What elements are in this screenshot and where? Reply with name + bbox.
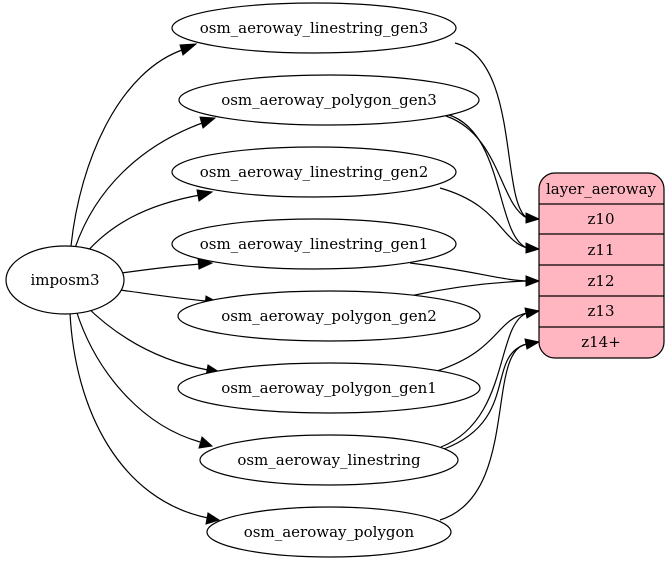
zoom-level-z11[interactable]: z11 (588, 241, 615, 259)
edge-arrowhead (524, 338, 541, 350)
node-osm-aeroway-polygon-gen1[interactable]: osm_aeroway_polygon_gen1 (177, 362, 481, 414)
edge-imposm3-linestring-gen2 (84, 194, 201, 255)
node-osm-aeroway-linestring-gen3[interactable]: osm_aeroway_linestring_gen3 (171, 2, 457, 54)
node-osm-aeroway-linestring[interactable]: osm_aeroway_linestring (199, 434, 459, 486)
edge-imposm3-polygon-gen3 (74, 121, 206, 249)
edge-polygon-gen3-z11 (445, 113, 528, 249)
edge-arrowhead (525, 242, 541, 254)
edge-imposm3-polygon (69, 312, 209, 519)
zoom-level-z14plus[interactable]: z14+ (581, 333, 621, 351)
layer-aeroway-record[interactable]: layer_aeroway z10 z11 z12 z13 z14+ (538, 172, 665, 359)
node-osm-aeroway-linestring-gen2[interactable]: osm_aeroway_linestring_gen2 (171, 146, 457, 198)
edge-linestring-z13 (440, 312, 528, 448)
table-label: osm_aeroway_polygon_gen3 (221, 91, 437, 109)
edge-imposm3-linestring-gen1 (121, 263, 201, 274)
table-label: osm_aeroway_polygon_gen1 (221, 379, 437, 397)
edge-imposm3-polygon-gen1 (84, 304, 209, 371)
layer-title: layer_aeroway (546, 180, 657, 198)
edge-linestring-z14 (443, 343, 528, 450)
edge-arrowhead (205, 512, 221, 525)
table-label: osm_aeroway_linestring_gen2 (200, 163, 429, 181)
node-osm-aeroway-polygon-gen3[interactable]: osm_aeroway_polygon_gen3 (178, 74, 480, 126)
edge-arrowhead (196, 189, 214, 202)
table-label: osm_aeroway_linestring_gen3 (200, 19, 429, 37)
node-osm-aeroway-linestring-gen1[interactable]: osm_aeroway_linestring_gen1 (171, 218, 457, 270)
edge-polygon-z14 (439, 343, 528, 521)
edge-imposm3-linestring (75, 309, 201, 443)
edge-polygon-gen3-z10 (445, 115, 528, 219)
edge-linestring-gen1-z12 (409, 262, 528, 282)
zoom-level-z12[interactable]: z12 (588, 272, 615, 290)
node-osm-aeroway-polygon-gen2[interactable]: osm_aeroway_polygon_gen2 (177, 290, 481, 342)
node-osm-aeroway-polygon[interactable]: osm_aeroway_polygon (206, 506, 452, 558)
zoom-level-z13[interactable]: z13 (588, 302, 615, 320)
edge-linestring-gen2-z11 (439, 187, 528, 249)
edge-arrowhead (199, 116, 217, 129)
table-label: osm_aeroway_linestring_gen1 (200, 235, 429, 253)
edge-arrowhead (198, 436, 214, 449)
edge-arrowhead (524, 307, 541, 319)
edge-polygon-gen1-z13 (436, 312, 528, 372)
table-label: osm_aeroway_polygon_gen2 (221, 307, 437, 325)
table-label: osm_aeroway_polygon (244, 523, 415, 541)
edge-linestring-gen3-z10 (454, 42, 528, 219)
node-imposm3[interactable]: imposm3 (5, 245, 125, 315)
edge-arrowhead (179, 43, 198, 56)
edge-imposm3-linestring-gen3 (70, 48, 186, 247)
edge-polygon-gen2-z12 (409, 280, 528, 297)
edge-arrowhead (525, 275, 541, 287)
zoom-level-z10[interactable]: z10 (588, 210, 615, 228)
edge-imposm3-polygon-gen2 (119, 289, 207, 302)
node-imposm3-label: imposm3 (30, 271, 99, 289)
table-label: osm_aeroway_linestring (237, 451, 421, 469)
edge-arrowhead (525, 212, 541, 224)
